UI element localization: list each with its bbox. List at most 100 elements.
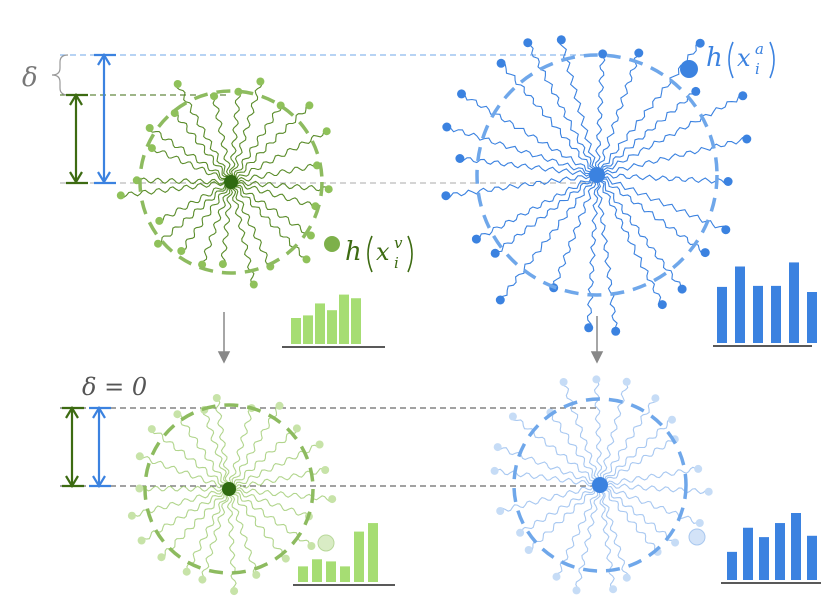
embedding-point — [657, 300, 667, 310]
embedding-strand — [138, 455, 230, 490]
histogram-bar — [775, 523, 785, 580]
embedding-strand — [212, 95, 234, 183]
embedding-point — [609, 585, 618, 594]
embedding-point — [611, 326, 621, 336]
visual-histogram-top — [282, 294, 385, 348]
embedding-strand — [599, 418, 672, 486]
embedding-point — [622, 573, 631, 582]
embedding-strand — [186, 488, 230, 573]
embedding-point — [307, 542, 316, 550]
embedding-strand — [220, 181, 234, 265]
embedding-strand — [494, 468, 601, 487]
embedding-strand — [551, 410, 601, 486]
audio-transition-arrow-head — [590, 351, 604, 364]
embedding-strand — [462, 91, 598, 176]
embedding-point — [322, 127, 331, 136]
embedding-radius-ring — [138, 89, 324, 275]
histogram-bar — [807, 292, 817, 343]
histogram-bar — [354, 531, 364, 582]
embedding-point — [292, 424, 301, 433]
embedding-point — [249, 280, 258, 289]
embedding-point — [457, 89, 466, 99]
embedding-strand — [230, 179, 330, 192]
embedding-point — [651, 394, 660, 403]
histogram-bar — [327, 310, 337, 344]
audio-embedding-sup: a — [755, 40, 764, 58]
embedding-point — [256, 77, 265, 86]
embedding-point — [182, 567, 191, 576]
embedding-strand — [228, 488, 310, 518]
visual-embedding-h: h — [345, 237, 362, 267]
audio-embedding-cluster-bottom — [490, 375, 713, 595]
embedding-strand — [599, 484, 701, 525]
embedding-strand — [201, 488, 230, 581]
audio-embedding-marker-faded — [688, 528, 706, 546]
embedding-point — [281, 554, 290, 563]
histogram-bar — [759, 537, 769, 580]
embedding-point — [723, 177, 733, 186]
embedding-point — [695, 38, 705, 48]
embedding-point — [177, 247, 186, 255]
embedding-point — [306, 231, 315, 240]
audio-embedding-label: h x a i — [680, 40, 775, 79]
embedding-strand — [596, 174, 682, 291]
embedding-point — [210, 92, 219, 101]
embedding-strand — [447, 124, 598, 176]
embedding-point — [230, 587, 239, 596]
embedding-strand — [228, 468, 326, 492]
visual-embedding-close-paren — [407, 235, 413, 273]
embedding-point — [135, 484, 144, 493]
embedding-strand — [226, 488, 237, 592]
embedding-strand — [498, 174, 598, 300]
embedding-strand — [230, 105, 282, 183]
embedding-point — [584, 323, 594, 333]
embedding-strand — [459, 157, 598, 177]
embedding-strand — [529, 484, 601, 552]
embedding-strand — [446, 172, 598, 198]
embedding-point — [315, 440, 324, 449]
visual-embedding-marker — [324, 236, 340, 252]
audio-embedding-marker — [680, 60, 698, 78]
embedding-point — [598, 49, 608, 59]
embedding-point — [634, 48, 644, 58]
visual-embedding-sub: i — [394, 254, 399, 272]
embedding-strand — [596, 92, 698, 176]
audio-embedding-h: h — [706, 43, 723, 73]
visual-embedding-x: x — [376, 238, 390, 266]
embedding-strand — [230, 103, 309, 183]
embedding-strand — [180, 181, 232, 251]
embedding-strand — [594, 174, 618, 332]
embedding-strand — [599, 484, 677, 542]
embedding-point — [471, 234, 481, 244]
embedding-point — [496, 507, 505, 515]
visual-embedding-cluster-bottom — [127, 394, 337, 596]
histogram-bar — [303, 315, 313, 344]
embedding-point — [302, 255, 311, 264]
histogram-bar — [351, 298, 361, 344]
embedding-point — [127, 511, 136, 520]
embedding-point — [490, 248, 500, 258]
embedding-point — [691, 86, 701, 96]
embedding-strand — [229, 428, 298, 490]
histogram-bar — [291, 318, 301, 344]
embedding-strand — [520, 483, 601, 535]
embedding-point — [116, 191, 125, 200]
delta-gap-label: δ — [22, 63, 38, 93]
embedding-strand — [230, 128, 326, 184]
embedding-point — [155, 216, 164, 225]
embedding-strand — [586, 174, 600, 329]
embedding-strand — [176, 84, 233, 183]
transition-arrows — [217, 312, 604, 364]
embedding-point — [198, 575, 207, 584]
embedding-strand — [561, 382, 602, 486]
embedding-strand — [229, 91, 241, 183]
distance-arrows-bottom — [62, 405, 111, 489]
embedding-strand — [593, 379, 603, 486]
histogram-bar — [735, 266, 745, 343]
embedding-strand — [596, 172, 729, 184]
embedding-strand — [599, 484, 657, 554]
embedding-center — [589, 167, 605, 183]
visual-embedding-marker-faded — [317, 534, 335, 552]
delta-brace — [51, 54, 69, 96]
audio-histogram-bottom — [721, 513, 821, 584]
